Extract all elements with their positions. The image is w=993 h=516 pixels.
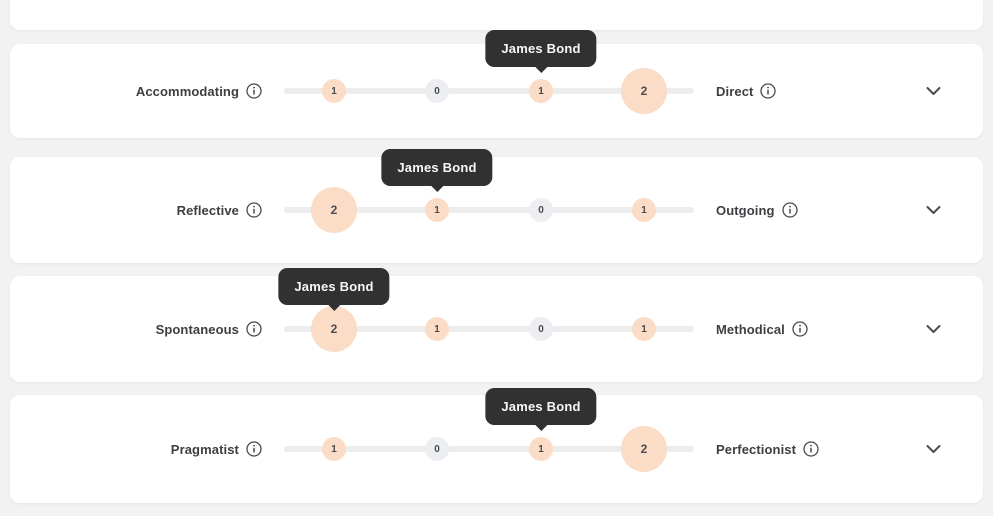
slider-track — [284, 326, 694, 332]
info-icon[interactable] — [246, 202, 262, 218]
left-trait-group: Reflective — [10, 202, 262, 218]
slider-stop[interactable]: 1 — [632, 317, 656, 341]
info-icon[interactable] — [792, 321, 808, 337]
trait-slider: 1 0 1 James Bond 2 — [284, 30, 694, 138]
slider-stop[interactable]: 2 — [311, 187, 357, 233]
right-trait-label: Methodical — [716, 321, 785, 337]
right-trait-group: Direct — [716, 83, 777, 99]
person-tooltip: James Bond — [485, 388, 597, 425]
right-trait-group: Methodical — [716, 321, 808, 337]
slider-stop[interactable]: 2 — [621, 426, 667, 472]
info-icon[interactable] — [246, 321, 262, 337]
left-trait-label: Spontaneous — [155, 321, 239, 337]
right-trait-label: Direct — [716, 83, 754, 99]
right-trait-label: Outgoing — [716, 202, 775, 218]
left-trait-label: Pragmatist — [170, 441, 239, 457]
card-top-partial — [10, 0, 983, 30]
left-trait-group: Pragmatist — [10, 441, 262, 457]
person-tooltip: James Bond — [485, 30, 597, 67]
right-trait-group: Perfectionist — [716, 441, 819, 457]
trait-slider: 1 0 1 James Bond 2 — [284, 388, 694, 503]
right-trait-group: Outgoing — [716, 202, 798, 218]
slider-stop[interactable]: 0 — [425, 437, 449, 461]
left-trait-label: Accommodating — [135, 83, 239, 99]
slider-stop[interactable]: 2 — [311, 306, 357, 352]
slider-stop[interactable]: 1 — [322, 437, 346, 461]
trait-row: Accommodating 1 0 1 James Bond 2 Direct — [10, 30, 983, 138]
person-tooltip: James Bond — [278, 268, 390, 305]
trait-slider: 2 1 James Bond 0 1 — [284, 149, 694, 263]
slider-stop[interactable]: 1 — [425, 198, 449, 222]
trait-card: Reflective 2 1 James Bond 0 1 Outgoing — [10, 149, 983, 263]
slider-stop[interactable]: 1 — [529, 79, 553, 103]
left-trait-group: Spontaneous — [10, 321, 262, 337]
info-icon[interactable] — [760, 83, 777, 99]
trait-row: Pragmatist 1 0 1 James Bond 2 Perfectionist — [10, 388, 983, 503]
slider-stop[interactable]: 0 — [425, 79, 449, 103]
slider-track — [284, 446, 694, 452]
slider-stop[interactable]: 1 — [425, 317, 449, 341]
left-trait-group: Accommodating — [10, 83, 262, 99]
info-icon[interactable] — [803, 441, 819, 457]
person-tooltip: James Bond — [381, 149, 493, 186]
trait-card: Pragmatist 1 0 1 James Bond 2 Perfectionist — [10, 388, 983, 503]
chevron-down-icon[interactable] — [926, 325, 941, 334]
right-trait-label: Perfectionist — [716, 441, 797, 457]
slider-stop[interactable]: 0 — [529, 317, 553, 341]
slider-stop[interactable]: 0 — [529, 198, 553, 222]
slider-stop[interactable]: 2 — [621, 68, 667, 114]
left-trait-label: Reflective — [176, 202, 239, 218]
info-icon[interactable] — [246, 441, 262, 457]
trait-row: Reflective 2 1 James Bond 0 1 Outgoing — [10, 149, 983, 263]
info-icon[interactable] — [781, 202, 798, 218]
slider-stop[interactable]: 1 — [632, 198, 656, 222]
slider-stop[interactable]: 1 — [322, 79, 346, 103]
slider-track — [284, 88, 694, 94]
chevron-down-icon[interactable] — [926, 206, 941, 215]
chevron-down-icon[interactable] — [926, 445, 941, 454]
chevron-down-icon[interactable] — [926, 87, 941, 96]
trait-card: Accommodating 1 0 1 James Bond 2 Direct — [10, 30, 983, 138]
slider-track — [284, 207, 694, 213]
slider-stop[interactable]: 1 — [529, 437, 553, 461]
info-icon[interactable] — [246, 83, 262, 99]
